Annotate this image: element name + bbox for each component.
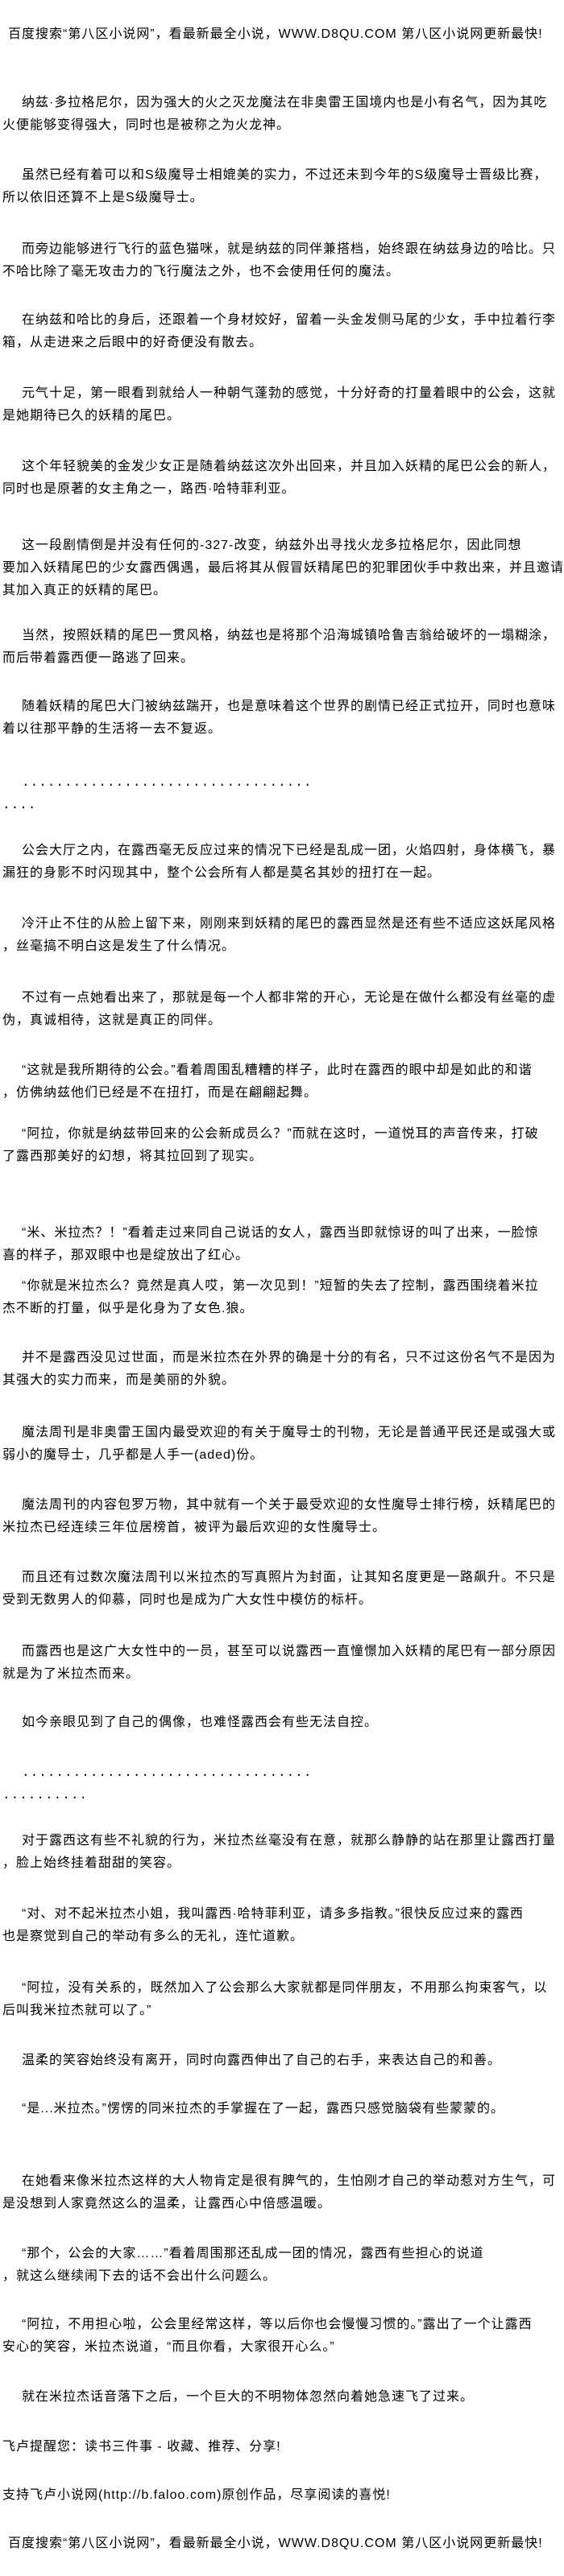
story-paragraph: 当然，按照妖精的尾巴一贯风格，纳兹也是将那个沿海城镇哈鲁吉翁给破坏的一塌糊涂， …: [2, 629, 557, 665]
story-paragraph: 在纳兹和哈比的身后，还跟着一个身材姣好，留着一头金发侧马尾的少女，手中拉着行李 …: [2, 313, 557, 349]
story-paragraph: 纳兹·多拉格尼尔，因为强大的火之灭龙魔法在非奥雷王国境内也是小有名气，因为其吃 …: [2, 96, 548, 132]
story-paragraph: 如今亲眼见到了自己的偶像，也难怪露西会有些无法自控。: [22, 1715, 379, 1729]
story-paragraph: 魔法周刊是非奥雷王国内最受欢迎的有关于魔导士的刊物，无论是普通平民还是或强大或 …: [2, 1426, 557, 1462]
footer-support-link[interactable]: 支持飞卢小说网(http://b.faloo.com)原创作品，尽享阅读的喜悦!: [2, 2488, 391, 2502]
section-separator: .................................. .....…: [2, 1765, 313, 1802]
header-banner: 百度搜索“第八区小说网”，看最新最全小说，WWW.D8QU.COM 第八区小说网…: [8, 27, 543, 41]
story-paragraph: “对、对不起米拉杰小姐，我叫露西·哈特菲利亚，请多多指教。”很快反应过来的露西 …: [2, 1907, 524, 1943]
story-paragraph: 对于露西这有些不礼貌的行为，米拉杰丝毫没有在意，就那么静静的站在那里让露西打量 …: [2, 1834, 557, 1870]
story-paragraph: 虽然已经有着可以和S级魔导士相媲美的实力，不过还未到今年的S级魔导士晋级比赛， …: [2, 168, 548, 204]
story-paragraph: “阿拉，你就是纳兹带回来的公会新成员么？”而就在这时，一道悦耳的声音传来，打破 …: [2, 1127, 539, 1163]
story-paragraph: 并不是露西没见过世面，而是米拉杰在外界的确是十分的有名，只不过这份名气不是因为 …: [2, 1351, 557, 1387]
story-paragraph: “米、米拉杰？！”看着走过来同自己说话的女人，露西当即就惊讶的叫了出来，一脸惊 …: [2, 1226, 539, 1262]
story-paragraph: “是...米拉杰。”愣愣的同米拉杰的手掌握在了一起，露西只感觉脑袋有些蒙蒙的。: [22, 2102, 504, 2116]
story-paragraph: 在她看来像米拉杰这样的大人物肯定是很有脾气的，生怕刚才自己的举动惹对方生气，可 …: [2, 2174, 557, 2211]
story-paragraph: 元气十足，第一眼看到就给人一种朝气蓬勃的感觉，十分好奇的打量着眼中的公会，这就 …: [2, 386, 557, 423]
story-paragraph: 魔法周刊的内容包罗万物，其中就有一个关于最受欢迎的女性魔导士排行榜，妖精尾巴的 …: [2, 1498, 557, 1534]
story-paragraph: 公会大厅之内，在露西毫无反应过来的情况下已经是乱成一团，火焰四射，身体横飞，暴 …: [2, 844, 557, 880]
story-paragraph: 这一段剧情倒是并没有任何的-327-改变，纳兹外出寻找火龙多拉格尼尔，因此同想 …: [2, 539, 564, 597]
story-paragraph: 而旁边能够进行飞行的蓝色猫咪，就是纳兹的同伴兼搭档，始终跟在纳兹身边的哈比。只 …: [2, 242, 557, 279]
story-paragraph: 随着妖精的尾巴大门被纳兹踹开，也是意味着这个世界的剧情已经正式拉开，同时也意味 …: [2, 700, 557, 736]
story-paragraph: “阿拉，不用担心啦，公会里经常这样，等以后你也会慢慢习惯的。”露出了一个让露西 …: [2, 2318, 533, 2354]
story-paragraph: 这个年轻貌美的金发少女正是随着纳兹这次外出回来，并且加入妖精的尾巴公会的新人， …: [2, 460, 557, 496]
story-paragraph: “那个，公会的大家……”看着周围那还乱成一团的情况，露西有些担心的说道 ，就这么…: [2, 2247, 484, 2283]
story-paragraph: 就在米拉杰话音落下之后，一个巨大的不明物体忽然向着她急速飞了过来。: [22, 2390, 475, 2404]
story-paragraph: “你就是米拉杰么？竟然是真人哎，第一次见到！”短暂的失去了控制，露西围绕着米拉 …: [2, 1279, 539, 1315]
story-paragraph: “这就是我所期待的公会。”看着周围乱糟糟的样子，此时在露西的眼中却是如此的和谐 …: [2, 1063, 533, 1100]
story-paragraph: 而露西也是这广大女性中的一员，甚至可以说露西一直憧憬加入妖精的尾巴有一部分原因 …: [2, 1645, 557, 1681]
story-paragraph: 而且还有过数次魔法周刊以米拉杰的写真照片为封面，让其知名度更是一路飙升。不只是 …: [2, 1571, 557, 1607]
section-separator: .................................. ....: [2, 775, 313, 812]
footer-reminder: 飞卢提醒您：读书三件事 - 收藏、推荐、分享!: [2, 2440, 281, 2454]
story-paragraph: 温柔的笑容始终没有离开，同时向露西伸出了自己的右手，来表达自己的和善。: [22, 2054, 502, 2067]
story-paragraph: 冷汗止不住的从脸上留下来，刚刚来到妖精的尾巴的露西显然是还有些不适应这妖尾风格 …: [2, 917, 557, 953]
footer-banner: 百度搜索“第八区小说网”，看最新最全小说，WWW.D8QU.COM 第八区小说网…: [8, 2537, 543, 2550]
story-paragraph: “阿拉，没有关系的，既然加入了公会那么大家就都是同伴朋友，不用那么拘束客气，以 …: [2, 1981, 548, 2017]
story-paragraph: 不过有一点她看出来了，那就是每一个人都非常的开心，无论是在做什么都没有丝毫的虚 …: [2, 991, 557, 1027]
